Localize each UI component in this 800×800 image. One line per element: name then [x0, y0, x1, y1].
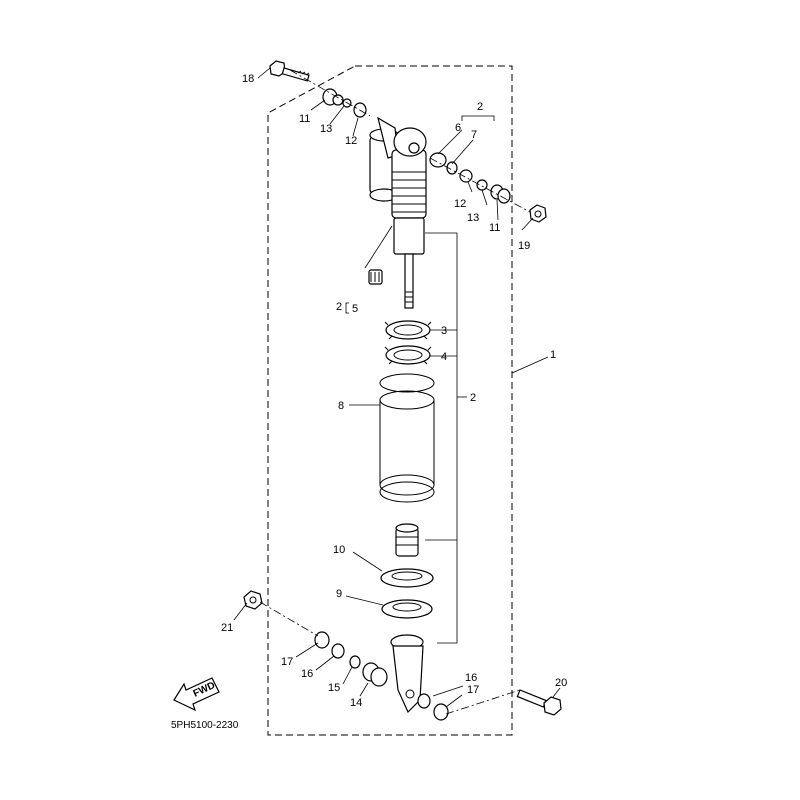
oring-13-right [476, 179, 488, 191]
callout-18: 18 [242, 73, 254, 85]
collar-17-left [314, 631, 330, 649]
bushing-6 [429, 152, 447, 168]
top-axis-line [289, 69, 531, 213]
callout-2-side: 2 [470, 392, 476, 404]
callout-5-bracket [345, 302, 349, 314]
callout-2-mid: 2 [336, 301, 342, 313]
ring-nut-4 [384, 345, 432, 365]
callout-11-right: 11 [489, 222, 500, 234]
callout-19: 19 [518, 240, 530, 252]
callout-17-right: 17 [467, 684, 479, 696]
seal-16-left [331, 643, 345, 659]
seal-12-right [459, 169, 473, 183]
lower-clevis [390, 634, 424, 714]
assembly-bracket [364, 225, 458, 644]
bump-stop [395, 523, 419, 557]
seal-16-right [417, 693, 431, 709]
callout-17-left: 17 [281, 656, 293, 668]
spring-8 [379, 373, 435, 503]
leader-lines [233, 67, 561, 708]
callout-10: 10 [333, 544, 345, 556]
nut-19 [529, 204, 547, 223]
callout-13-right: 13 [467, 212, 479, 224]
callout-11-top: 11 [299, 113, 310, 125]
callout-4: 4 [441, 351, 447, 363]
callout-3: 3 [441, 325, 447, 337]
callout-6: 6 [455, 122, 461, 134]
diagram-code: 5PH5100-2230 [171, 720, 239, 731]
callout-13-top: 13 [320, 123, 332, 135]
callout-8: 8 [338, 400, 344, 412]
callout-15: 15 [328, 682, 340, 694]
callout-2-top-bracket [461, 115, 495, 121]
bolt-20 [516, 689, 562, 716]
callout-1: 1 [550, 349, 556, 361]
ring-nut-3 [384, 320, 432, 340]
spring-seat-9 [381, 599, 433, 619]
collar-11-right [490, 184, 511, 204]
callout-12-top: 12 [345, 135, 357, 147]
bottom-axis-line [259, 601, 521, 715]
callout-5: 5 [352, 303, 358, 315]
collar-17-right [433, 703, 449, 721]
bolt-18 [269, 60, 310, 82]
callout-20: 20 [555, 677, 567, 689]
ring-15 [349, 655, 361, 669]
spring-seat-10 [380, 568, 434, 588]
callout-12-right: 12 [454, 198, 466, 210]
shock-body [369, 116, 427, 309]
callout-2-top: 2 [477, 101, 483, 113]
callout-16-left: 16 [301, 668, 313, 680]
adjuster-5 [368, 269, 383, 285]
bearing-14 [362, 662, 388, 687]
assembly-boundary [267, 65, 513, 736]
callout-21: 21 [221, 622, 233, 634]
callout-9: 9 [336, 588, 342, 600]
callout-14: 14 [350, 697, 362, 709]
callout-7: 7 [471, 129, 477, 141]
nut-21 [243, 590, 263, 610]
callout-16-right: 16 [465, 672, 477, 684]
collar-11-top [322, 88, 344, 106]
fwd-arrow-icon: FWD [173, 677, 220, 712]
